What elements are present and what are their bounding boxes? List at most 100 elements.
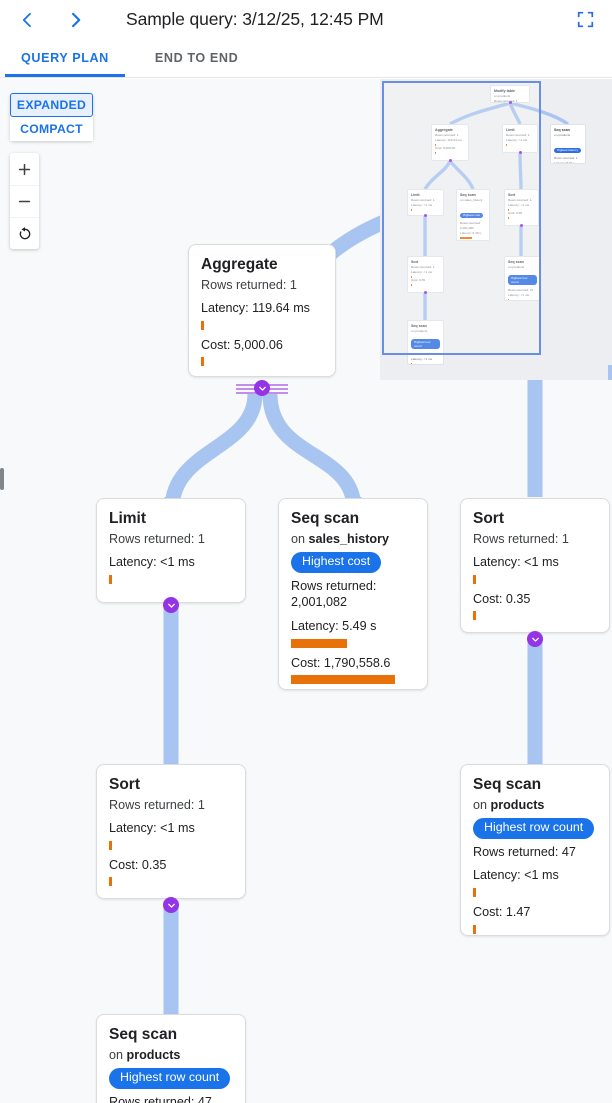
minimap-node-sub2: Rows returned: 1: [494, 99, 518, 103]
node-cost: Cost: 1.47: [473, 904, 531, 919]
node-sort-right[interactable]: Sort Rows returned: 1 Latency: <1 ms Cos…: [460, 498, 610, 633]
node-seq-scan-products-bottom[interactable]: Seq scan on products Highest row count R…: [96, 1014, 246, 1103]
node-cost: Cost: 0.35: [473, 591, 531, 606]
edge-aggregate-to-limit: [164, 393, 263, 510]
header-bar: Sample query: 3/12/25, 12:45 PM: [0, 0, 612, 39]
node-limit[interactable]: Limit Rows returned: 1 Latency: <1 ms: [96, 498, 246, 603]
mode-expanded-button[interactable]: EXPANDED: [10, 93, 93, 117]
minimap-collapse-dot: [509, 101, 513, 105]
plus-icon: [18, 163, 31, 175]
back-button[interactable]: [10, 3, 44, 37]
minimap-node-sub2: Rows returned: 1: [554, 156, 578, 161]
edge-aggregate-to-seqscan: [262, 393, 362, 510]
tab-end-to-end[interactable]: END TO END: [139, 39, 254, 77]
minimap-node-sub: Rows returned: 1: [435, 133, 459, 138]
minimap-status-badge: Highest row count: [411, 339, 440, 350]
minimap-node-sub: on products: [508, 265, 525, 270]
minimap-latency-bar: [508, 208, 510, 212]
forward-button[interactable]: [59, 3, 93, 37]
node-latency: Latency: <1 ms: [473, 868, 559, 883]
node-seq-scan-products-right[interactable]: Seq scan on products Highest row count R…: [460, 764, 610, 936]
minimap-collapse-dot: [520, 224, 524, 228]
node-rows: Rows returned: 47: [473, 844, 576, 859]
zoom-out-button[interactable]: [10, 185, 39, 217]
collapse-toggle-sort-left[interactable]: [163, 897, 179, 913]
node-cost: Cost: 5,000.06: [201, 337, 283, 352]
mode-compact-button[interactable]: COMPACT: [10, 117, 93, 141]
minimap-status-badge: Highest latency: [554, 147, 582, 154]
minimap-node-cost: Cost: 5,000.06: [435, 146, 456, 151]
node-seq-scan-sales-history[interactable]: Seq scan on sales_history Highest cost R…: [278, 498, 428, 690]
minimap-node-sub2: Rows returned: 47: [508, 288, 534, 293]
node-relation: on sales_history: [291, 531, 415, 547]
node-title: Seq scan: [109, 1026, 178, 1043]
node-latency: Latency: 119.64 ms: [201, 301, 310, 316]
node-aggregate[interactable]: Aggregate Rows returned: 1 Latency: 119.…: [188, 244, 336, 377]
node-table-name: products: [126, 1047, 181, 1062]
chevron-right-icon: [71, 12, 81, 27]
minimap-node-latency: Latency: <1 ms: [506, 138, 528, 143]
minus-icon: [18, 200, 31, 203]
node-sort-left[interactable]: Sort Rows returned: 1 Latency: <1 ms Cos…: [96, 764, 246, 899]
minimap-node-latency: Latency: <1 ms: [508, 292, 530, 297]
node-latency: Latency: 5.49 s: [291, 618, 377, 633]
node-cost: Cost: 1,790,558.6: [291, 655, 391, 670]
node-rows: Rows returned: 1: [109, 797, 205, 812]
minimap-node-title: Limit: [506, 128, 515, 132]
chevron-down-icon: [531, 637, 539, 642]
node-title: Limit: [109, 510, 147, 527]
fullscreen-button[interactable]: [570, 5, 600, 35]
collapse-toggle-sort-right[interactable]: [527, 631, 543, 647]
minimap-node-sub: Rows returned: 1: [508, 198, 532, 203]
status-badge: Highest cost: [291, 552, 382, 573]
chevron-left-icon: [22, 12, 31, 27]
tab-query-plan-label: QUERY PLAN: [21, 51, 109, 65]
zoom-in-button[interactable]: [10, 153, 39, 185]
status-badge: Highest row count: [109, 1068, 231, 1089]
minimap-cost-bar: [435, 151, 437, 155]
node-latency: Latency: <1 ms: [109, 555, 195, 570]
minimap-node-latency: Latency: 5.61 s: [554, 160, 575, 164]
fullscreen-icon: [577, 11, 593, 28]
minimap-node-latency: Latency: <1 ms: [508, 203, 530, 208]
node-rows: Rows returned: 1: [201, 277, 297, 292]
latency-bar: [201, 320, 204, 330]
zoom-controls: [10, 153, 39, 249]
collapse-toggle-limit[interactable]: [163, 597, 179, 613]
node-table-name: sales_history: [308, 531, 390, 546]
latency-bar: [291, 638, 347, 648]
tab-query-plan[interactable]: QUERY PLAN: [5, 39, 125, 77]
status-badge: Highest row count: [473, 818, 595, 839]
minimap-node-latency: Latency: 119.64 ms: [435, 138, 462, 143]
minimap-node-sub: on products: [494, 94, 511, 99]
reset-view-button[interactable]: [10, 217, 39, 249]
minimap-cost-bar: [508, 216, 510, 220]
node-relation: on products: [109, 1047, 233, 1063]
minimap-node-title: Seq scan: [554, 128, 570, 132]
minimap-collapse-dot: [449, 159, 453, 163]
node-cost: Cost: 0.35: [109, 857, 167, 872]
collapse-toggle-aggregate[interactable]: [254, 380, 270, 396]
node-on-prefix: on: [109, 1047, 127, 1062]
minimap-node-title: Aggregate: [435, 128, 453, 132]
page-title: Sample query: 3/12/25, 12:45 PM: [126, 9, 384, 29]
minimap-viewport-rect[interactable]: [382, 81, 541, 355]
mode-compact-label: COMPACT: [20, 122, 83, 136]
minimap-node-title: Seq scan: [411, 324, 427, 328]
node-on-prefix: on: [291, 531, 309, 546]
canvas-scrollbar-thumb[interactable]: [0, 468, 4, 490]
node-rows: Rows returned: 47: [109, 1094, 212, 1103]
tab-end-to-end-label: END TO END: [154, 51, 239, 65]
minimap-node-sub: Rows returned: 1: [506, 133, 530, 138]
node-table-name: products: [490, 797, 545, 812]
minimap-node-title: Modify table: [494, 89, 515, 93]
chevron-down-icon: [167, 603, 175, 608]
node-title: Sort: [473, 510, 504, 527]
minimap-collapse-dot: [519, 151, 523, 155]
latency-bar: [473, 887, 476, 897]
node-rows: Rows returned: 1: [473, 531, 569, 546]
